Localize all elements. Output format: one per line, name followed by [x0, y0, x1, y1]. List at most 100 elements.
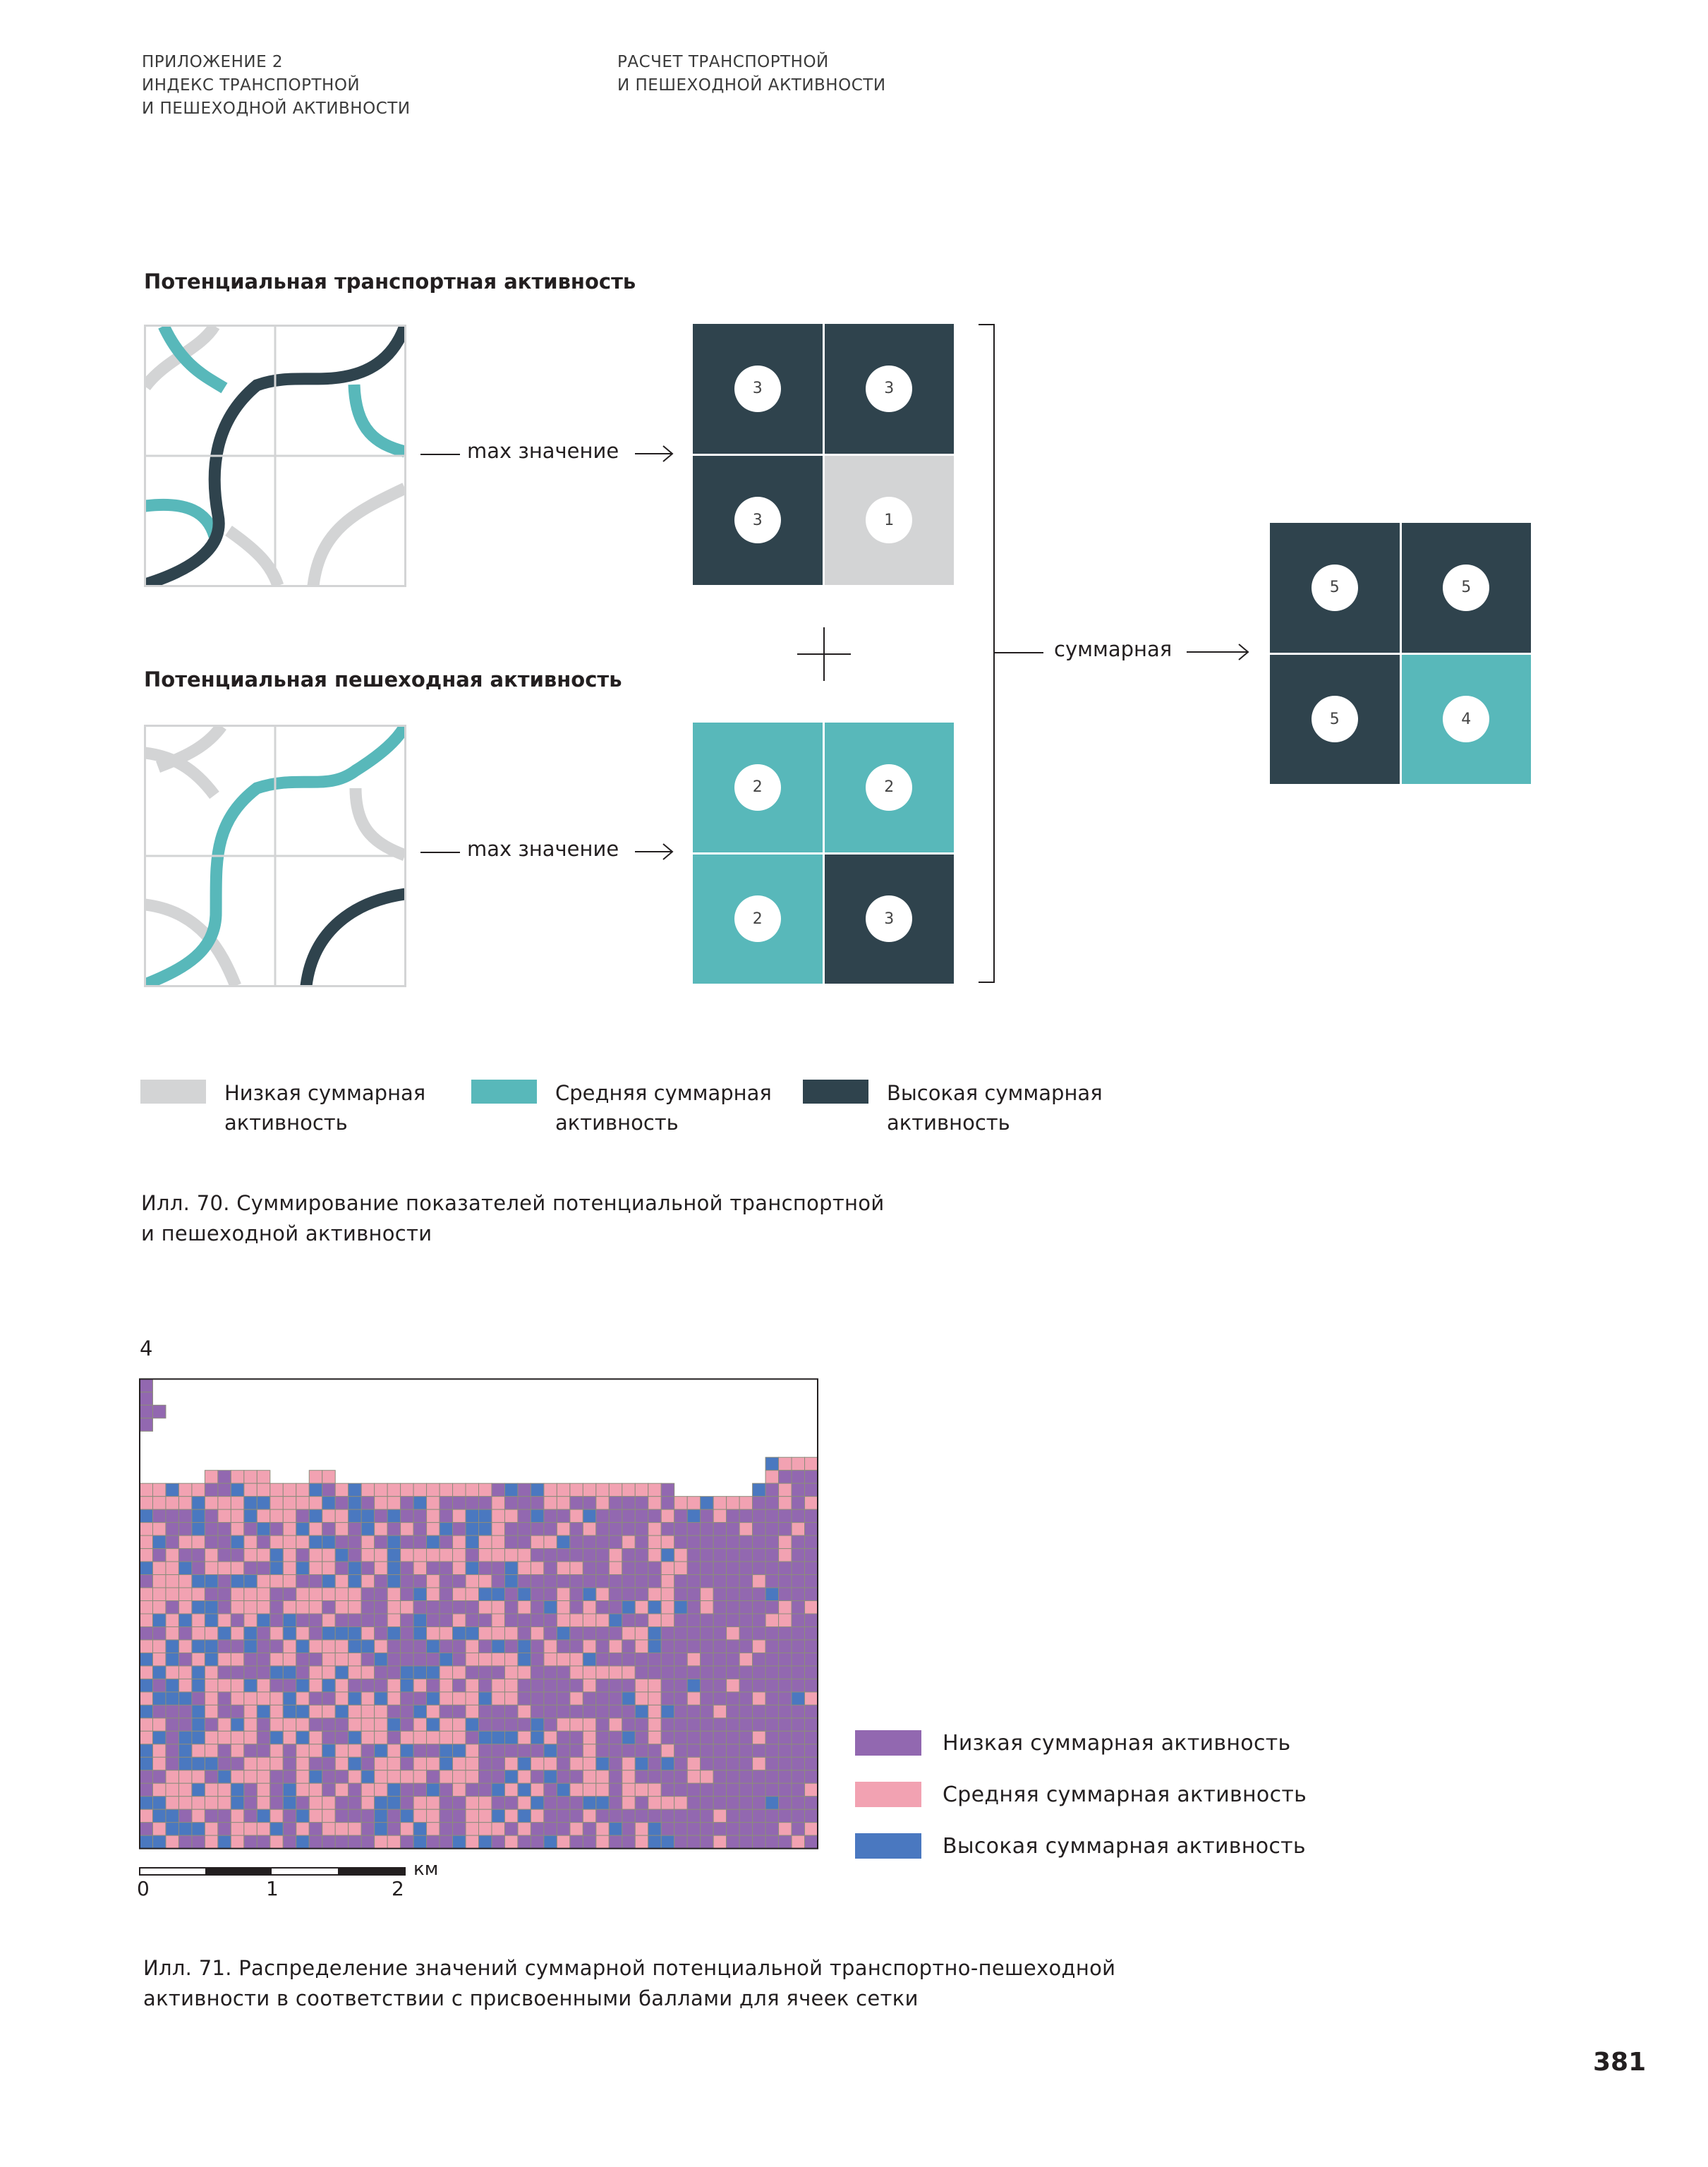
- grid-cell: [165, 1496, 179, 1510]
- grid-cell: [569, 1535, 583, 1550]
- legend-swatch: [803, 1080, 868, 1104]
- grid-cell: [452, 1587, 466, 1602]
- grid-cell: [413, 1626, 428, 1641]
- grid-cell: [686, 1822, 701, 1836]
- grid-cell: [660, 1574, 675, 1588]
- grid-cell: [217, 1835, 231, 1849]
- grid-cell: [322, 1639, 336, 1653]
- grid-cell: [269, 1665, 284, 1679]
- grid-cell: [374, 1483, 388, 1497]
- grid-cell: [752, 1496, 766, 1510]
- grid-cell: [322, 1718, 336, 1732]
- grid-cell: [569, 1704, 583, 1719]
- grid-cell: [426, 1782, 440, 1797]
- grid-cell: [387, 1483, 401, 1497]
- grid-cell: [595, 1730, 610, 1745]
- grid-cell: [491, 1756, 505, 1771]
- grid-cell: [739, 1665, 753, 1679]
- grid-cell: [660, 1561, 675, 1576]
- grid-cell: [465, 1548, 480, 1562]
- grid-cell: [726, 1691, 740, 1706]
- grid-cell: [452, 1574, 466, 1588]
- grid-cell: [387, 1744, 401, 1758]
- grid-cell: [700, 1744, 714, 1758]
- grid-cell: [439, 1809, 454, 1823]
- grid-cell: [374, 1822, 388, 1836]
- grid-cell: [648, 1483, 662, 1497]
- grid-cell: [595, 1678, 610, 1693]
- grid-cell: [648, 1587, 662, 1602]
- grid-cell: [230, 1665, 245, 1679]
- grid-cell: [543, 1639, 557, 1653]
- grid-cell: [400, 1483, 414, 1497]
- grid-cell: [439, 1574, 454, 1588]
- grid-cell: [608, 1796, 623, 1810]
- grid-cell: [374, 1561, 388, 1576]
- transport-title: Потенциальная транспортная активность: [144, 270, 636, 294]
- grid-cell: [348, 1496, 362, 1510]
- grid-cell: [322, 1796, 336, 1810]
- grid-cell: [582, 1782, 597, 1797]
- grid-cell: [308, 1835, 323, 1849]
- legend-label: Высокая суммарная активность: [943, 1833, 1306, 1859]
- grid-cell: [478, 1678, 492, 1693]
- grid-cell: [439, 1600, 454, 1614]
- grid-cell: [361, 1704, 375, 1719]
- grid-cell: [804, 1704, 818, 1719]
- grid-cell: [752, 1782, 766, 1797]
- grid-cell: [361, 1822, 375, 1836]
- grid-cell: [634, 1561, 649, 1576]
- grid-cell: [269, 1691, 284, 1706]
- grid-cell: [804, 1587, 818, 1602]
- grid-cell: [569, 1574, 583, 1588]
- grid-cell: [622, 1535, 636, 1550]
- grid-cell: [165, 1561, 179, 1576]
- road-teal: [158, 325, 228, 394]
- grid-cell: [608, 1730, 623, 1745]
- grid-cell: [582, 1718, 597, 1732]
- grid-cell: [648, 1652, 662, 1667]
- grid-cell: [465, 1718, 480, 1732]
- grid-cell: [595, 1822, 610, 1836]
- grid-cell: [452, 1496, 466, 1510]
- grid-cell: [465, 1587, 480, 1602]
- grid-cell: [778, 1522, 792, 1536]
- scale-unit: км: [413, 1859, 439, 1880]
- grid-cell: [556, 1730, 571, 1745]
- grid-cell: [674, 1822, 688, 1836]
- grid-cell: [348, 1509, 362, 1523]
- grid-cell: [230, 1574, 245, 1588]
- grid-cell: [686, 1600, 701, 1614]
- grid-cell: [530, 1744, 545, 1758]
- grid-cell: [400, 1678, 414, 1693]
- grid-cell: [530, 1652, 545, 1667]
- grid-cell: [426, 1744, 440, 1758]
- grid-cell: [387, 1600, 401, 1614]
- grid-cell: [660, 1548, 675, 1562]
- grid-cell: [361, 1548, 375, 1562]
- grid-cell: [348, 1574, 362, 1588]
- grid-cell: [152, 1613, 166, 1627]
- grid-cell: [400, 1822, 414, 1836]
- grid-cell: [282, 1744, 297, 1758]
- grid-cell: [765, 1809, 780, 1823]
- grid-cell: [674, 1561, 688, 1576]
- grid-cell: [374, 1809, 388, 1823]
- grid-cell: [322, 1665, 336, 1679]
- grid-cell: [361, 1691, 375, 1706]
- grid-cell: [804, 1822, 818, 1836]
- grid-cell: [178, 1678, 193, 1693]
- grid-cell: [139, 1718, 153, 1732]
- grid-cell: [622, 1626, 636, 1641]
- grid-cell: [556, 1509, 571, 1523]
- grid-cell: [739, 1744, 753, 1758]
- score-badge: 2: [734, 763, 781, 811]
- score-cell: 1: [824, 455, 954, 585]
- grid-cell: [178, 1756, 193, 1771]
- road-teal: [144, 725, 406, 987]
- grid-cell: [556, 1835, 571, 1849]
- grid-cell: [674, 1496, 688, 1510]
- grid-cell: [713, 1770, 727, 1784]
- grid-cell: [348, 1730, 362, 1745]
- grid-cell: [582, 1626, 597, 1641]
